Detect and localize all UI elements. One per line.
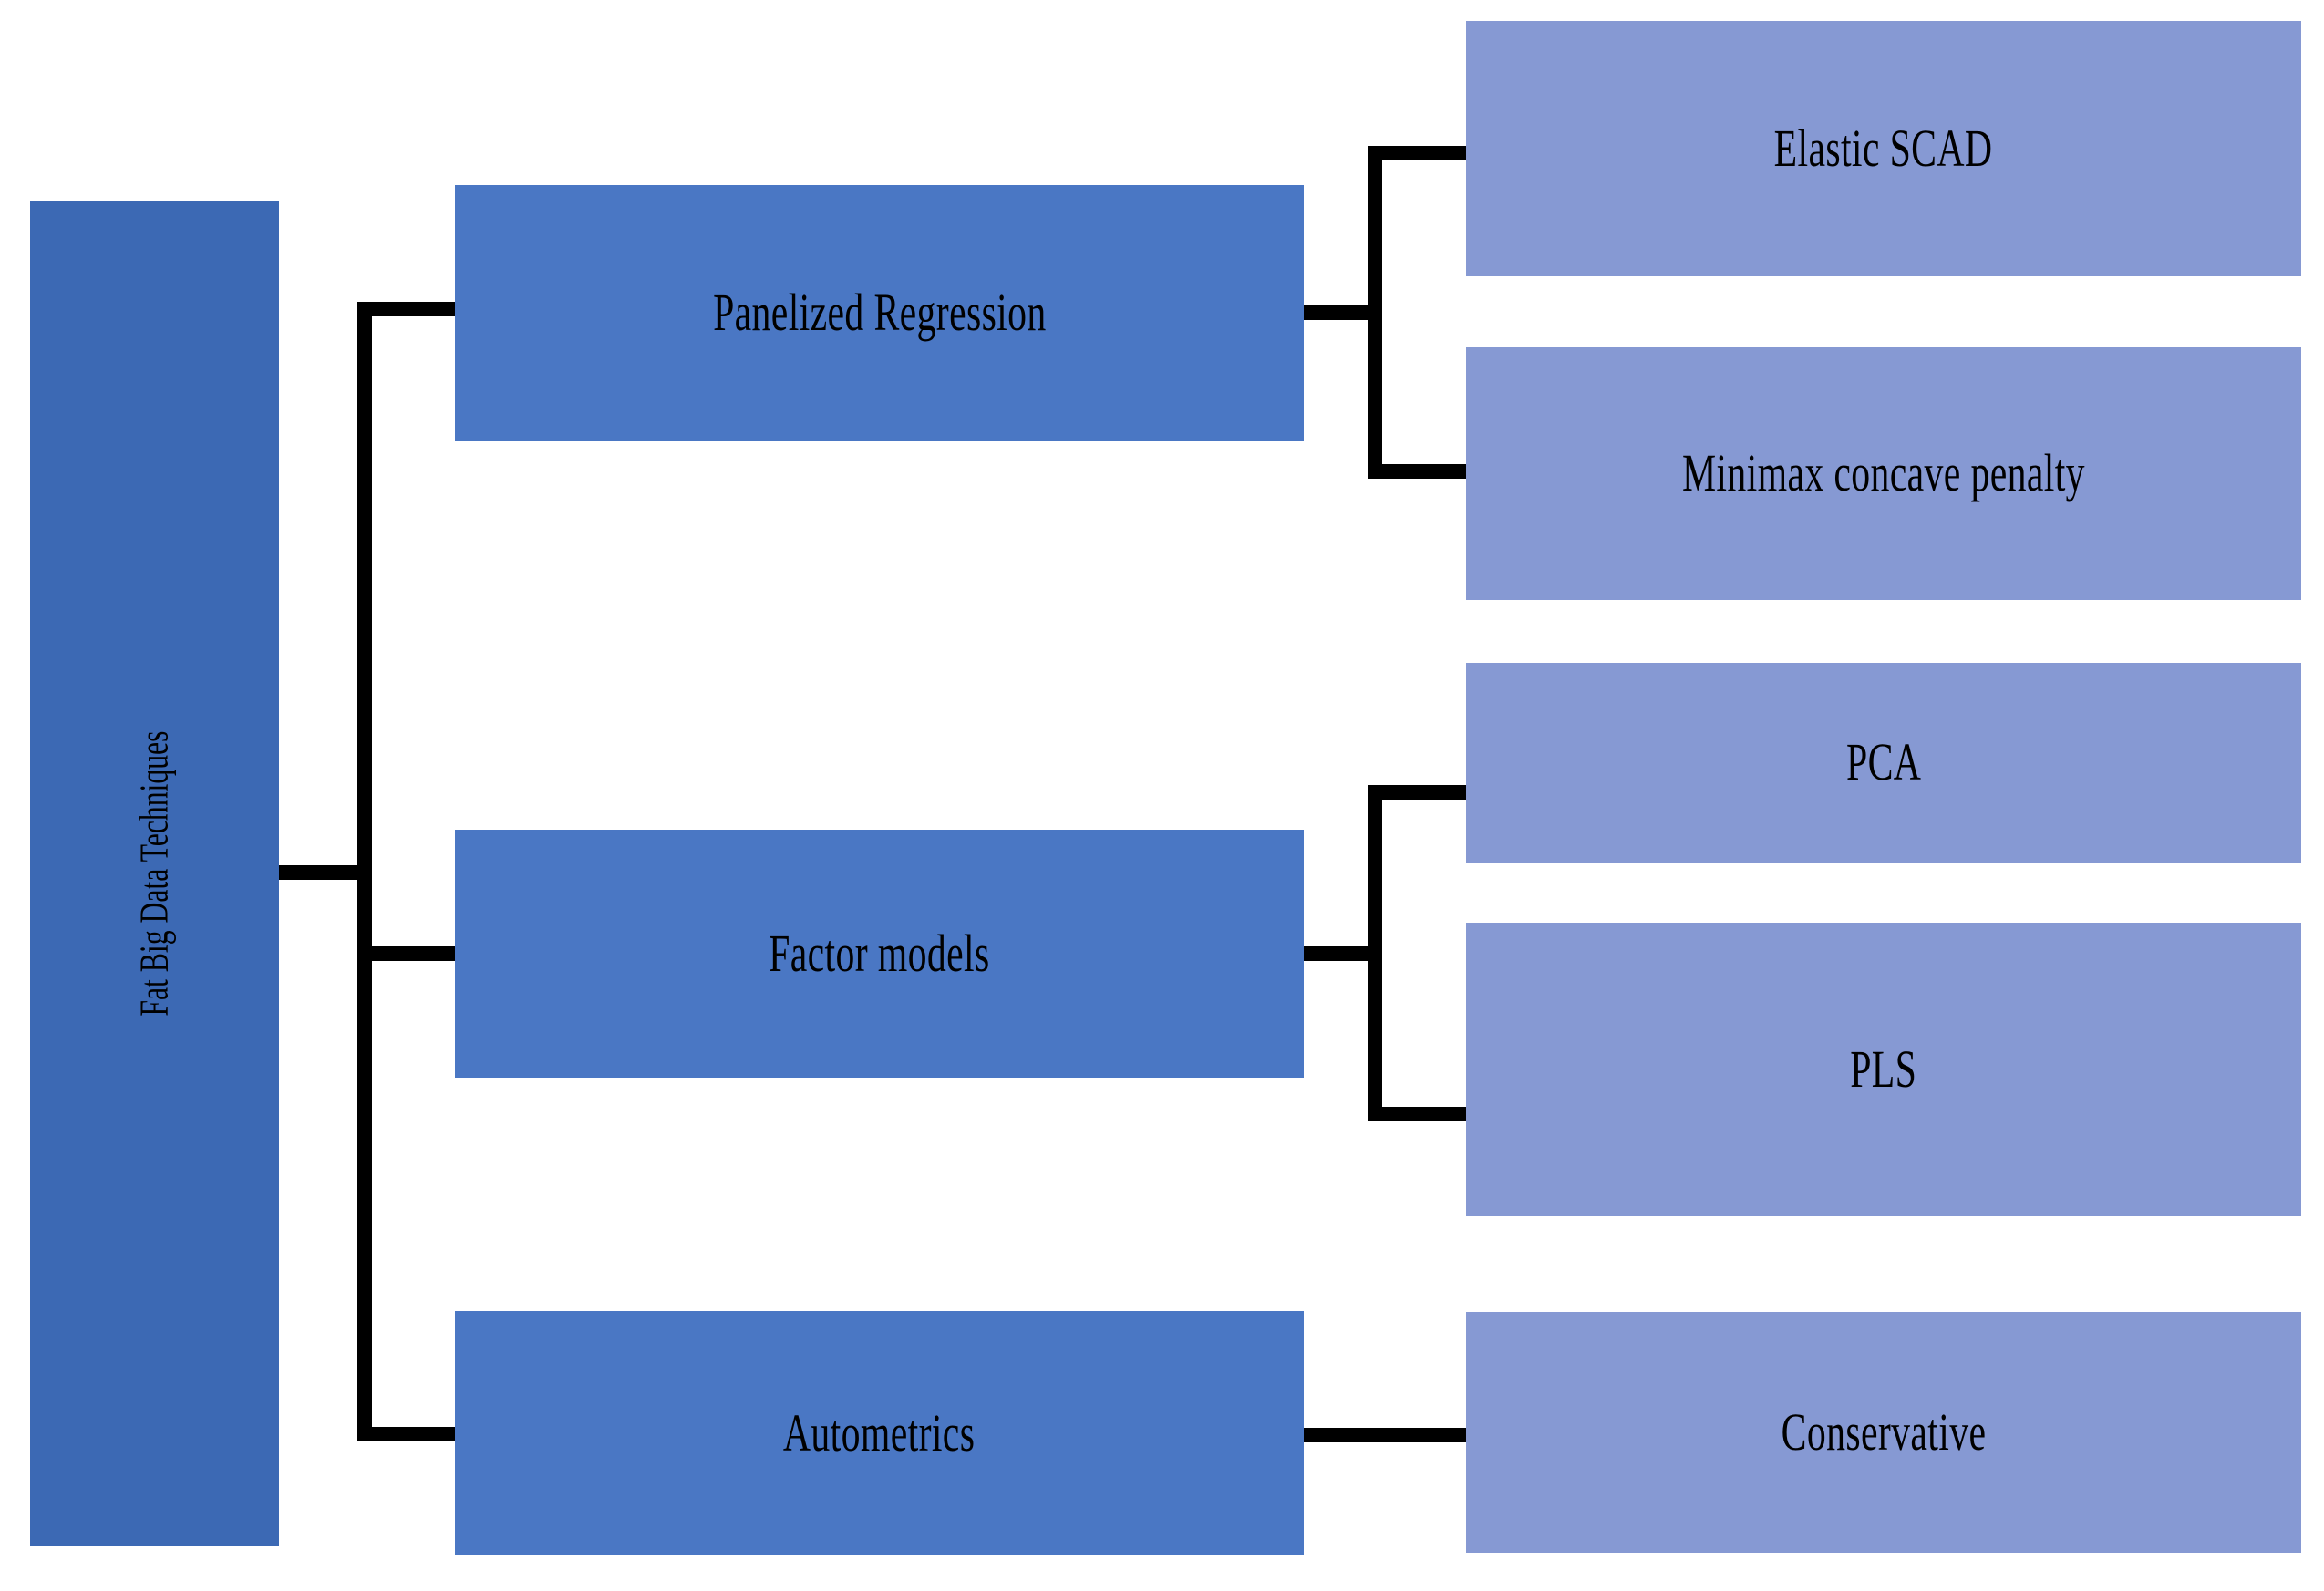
node-pca[interactable]: PCA	[1466, 663, 2301, 863]
connector-root-stem	[279, 865, 368, 880]
connector-b2-child-1	[1368, 785, 1468, 800]
node-elastic-scad-label: Elastic SCAD	[1774, 118, 1993, 178]
node-minimax-concave-penalty-label: Minimax concave penalty	[1682, 443, 2085, 503]
node-pls-label: PLS	[1850, 1038, 1917, 1099]
connector-b2-bracket	[1368, 785, 1382, 1121]
node-factor-models[interactable]: Factor models	[455, 830, 1304, 1078]
node-conservative[interactable]: Conservative	[1466, 1312, 2301, 1553]
node-pca-label: PCA	[1845, 732, 1922, 792]
connector-b1-child-2	[1368, 464, 1468, 479]
connector-trunk-spine	[357, 302, 372, 1441]
node-factor-models-label: Factor models	[769, 923, 990, 983]
connector-branch-3-stem	[357, 1427, 456, 1441]
connector-b2-child-2	[1368, 1107, 1468, 1121]
connector-branch-2-stem	[357, 946, 456, 961]
node-root-label: Fat Big Data Techniques	[131, 730, 177, 1018]
node-autometrics[interactable]: Autometrics	[455, 1311, 1304, 1555]
node-root[interactable]: Fat Big Data Techniques	[30, 201, 279, 1546]
connector-b1-child-1	[1368, 146, 1468, 160]
connector-branch-1-stem	[357, 302, 456, 316]
node-panelized-regression[interactable]: Panelized Regression	[455, 185, 1304, 441]
node-conservative-label: Conservative	[1781, 1401, 1987, 1462]
connector-b2-out	[1304, 946, 1382, 961]
node-elastic-scad[interactable]: Elastic SCAD	[1466, 21, 2301, 276]
node-autometrics-label: Autometrics	[783, 1402, 976, 1462]
node-panelized-regression-label: Panelized Regression	[712, 283, 1047, 343]
node-minimax-concave-penalty[interactable]: Minimax concave penalty	[1466, 347, 2301, 600]
connector-b3-child-1	[1304, 1428, 1468, 1442]
connector-b1-bracket	[1368, 146, 1382, 479]
node-pls[interactable]: PLS	[1466, 923, 2301, 1216]
connector-b1-out	[1304, 305, 1382, 320]
